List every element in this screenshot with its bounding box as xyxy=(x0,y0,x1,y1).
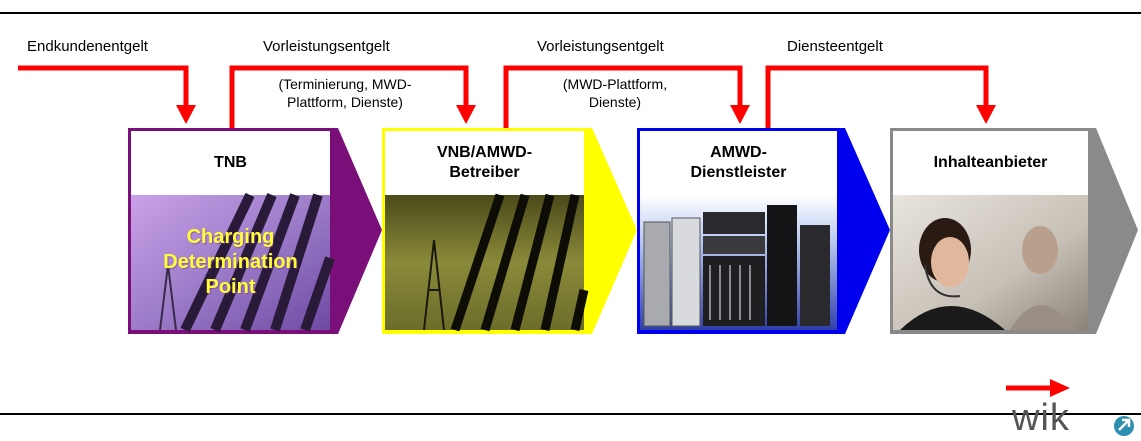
box-title-content: Inhalteanbieter xyxy=(893,131,1088,195)
arrow-endkunde xyxy=(18,65,189,107)
arrow-tnb-to-vnb xyxy=(229,65,469,128)
cdp-line: Charging xyxy=(186,226,275,248)
wik-logo-mark xyxy=(1114,416,1134,436)
box-title-line: AMWD- xyxy=(710,144,767,161)
arrow-vnb-to-amwd xyxy=(503,65,743,128)
charging-determination-point: Charging Determination Point xyxy=(131,225,330,300)
tnb-title-panel xyxy=(131,131,330,195)
top-rule xyxy=(0,12,1141,14)
box-title-line: Betreiber xyxy=(449,164,520,181)
vnb-title-panel xyxy=(385,131,584,195)
flow-sub-line: Dienste) xyxy=(588,94,642,110)
flow-sub-line: Plattform, Dienste) xyxy=(287,94,403,110)
box-title-line: Inhalteanbieter xyxy=(933,154,1048,171)
amwd-title-panel xyxy=(640,131,837,195)
flow-label-vorleistungsentgelt-1: Vorleistungsentgelt xyxy=(263,38,390,55)
flow-label-diensteentgelt: Diensteentgelt xyxy=(787,38,883,55)
arrowhead-vnb xyxy=(456,105,476,124)
flow-sub-line: (Terminierung, MWD- xyxy=(278,76,412,92)
flow-sub-mwd: (MWD-Plattform, Dienste) xyxy=(520,75,710,111)
content-image xyxy=(893,195,1088,330)
amwd-image xyxy=(640,195,837,330)
vnb-image xyxy=(385,193,589,332)
arrowhead-amwd xyxy=(730,105,750,124)
tnb-image xyxy=(131,192,335,333)
flow-label-endkundenentgelt: Endkundenentgelt xyxy=(27,38,148,55)
box-title-line: VNB/AMWD- xyxy=(436,144,533,161)
box-title-vnb: VNB/AMWD- Betreiber xyxy=(385,131,584,195)
box-title-amwd: AMWD- Dienstleister xyxy=(640,131,837,195)
content-title-panel xyxy=(893,131,1088,195)
box-title-line: TNB xyxy=(214,154,247,171)
box-title-tnb: TNB xyxy=(131,131,330,195)
box-title-line: Dienstleister xyxy=(690,164,787,181)
wik-logo: wik xyxy=(1012,397,1070,439)
arrowhead-endkunde xyxy=(176,105,196,124)
bottom-rule xyxy=(0,413,1141,415)
arrow-heads xyxy=(176,105,1070,397)
flow-arrows xyxy=(18,65,1052,391)
cdp-line: Determination xyxy=(163,251,298,273)
arrow-amwd-to-content xyxy=(765,65,989,128)
arrowhead-content xyxy=(976,105,996,124)
legend-arrowhead xyxy=(1050,379,1070,397)
flow-sub-line: (MWD-Plattform, xyxy=(562,76,668,92)
flow-sub-terminierung: (Terminierung, MWD- Plattform, Dienste) xyxy=(240,75,450,111)
cdp-line: Point xyxy=(205,276,256,298)
flow-label-vorleistungsentgelt-2: Vorleistungsentgelt xyxy=(537,38,664,55)
